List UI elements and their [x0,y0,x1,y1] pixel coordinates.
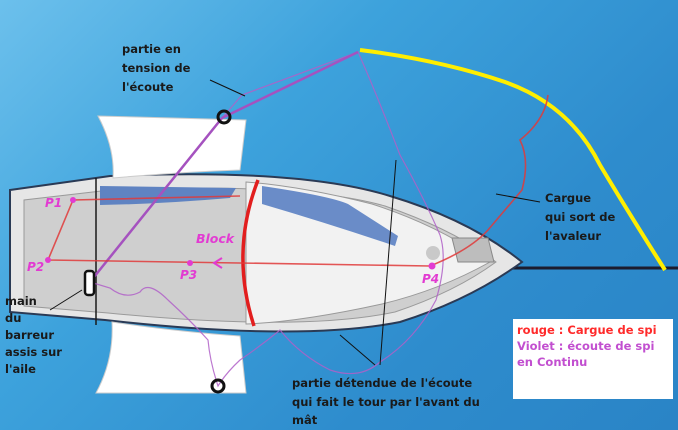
pointer-detendue-1 [339,334,376,366]
label-cargue-2: qui sort de [545,210,616,224]
ecoute-spi [89,51,444,388]
pointer-main [49,289,83,311]
point-p2 [45,257,51,263]
point-p3 [187,260,193,266]
label-detendue-1: partie détendue de l'écoute [292,376,472,390]
mast-boom [241,179,260,327]
label-main-1: main [5,294,37,308]
label-detendue-3: mât [292,413,318,427]
label-detendue-2: qui fait le tour par l'avant du [292,395,480,409]
legend-violet-1: Violet : écoute de spi [517,339,655,353]
point-p4 [428,262,436,270]
label-p1: P1 [45,196,62,210]
spi-leech [359,48,667,272]
sail-shadow-front [262,186,398,246]
bow-hatch [451,237,495,263]
point-p1 [70,197,76,203]
ring-top [216,109,232,125]
label-tension-1: partie en [122,42,181,56]
legend-violet-2: en Continu [517,355,588,369]
legend: rouge : Cargue de spi Violet : écoute de… [513,319,673,399]
label-p3: P3 [180,268,197,282]
label-block: Block [196,231,235,246]
ecoute-tension [89,117,223,283]
block-arrow [212,257,223,269]
pointer-cargue [495,193,541,203]
helm-handle [83,269,96,297]
wing-top [97,115,247,179]
bow-fitting [426,246,440,260]
label-main-3: barreur [5,328,54,342]
label-p2: P2 [27,260,44,274]
label-main-5: l'aile [5,362,36,376]
pointer-tension [209,79,246,97]
label-main-2: du [5,311,21,325]
ecoute-tension-top [221,50,359,120]
label-tension-2: tension de [122,61,191,75]
label-cargue-3: l'avaleur [545,229,601,243]
label-cargue-1: Cargue [545,191,591,205]
label-main-4: assis sur [5,345,62,359]
label-p4: P4 [422,272,439,286]
legend-red: rouge : Cargue de spi [517,323,657,337]
label-tension-3: l'écoute [122,80,174,94]
pointer-detendue-2 [379,159,397,366]
sail-shadow-rear [100,186,236,205]
ring-bottom [210,378,226,394]
